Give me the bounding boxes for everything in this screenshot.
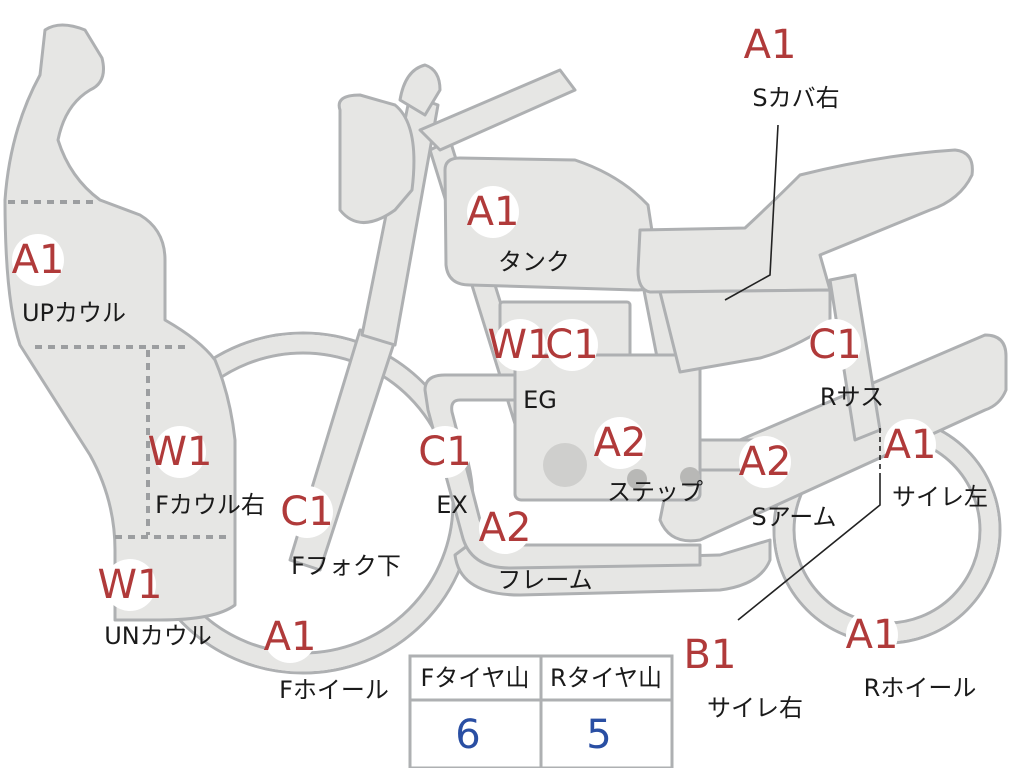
label-tank: タンク [498, 248, 570, 276]
badge-tank: A1 [467, 186, 520, 238]
grade-frame: A2 [479, 505, 532, 551]
grade-r-wheel: A1 [846, 612, 899, 658]
label-f-wheel: Fホイール [279, 676, 389, 704]
badge-r-suspension: C1 [808, 319, 862, 371]
badge-silencer-right: B1 [684, 629, 737, 681]
side-cover-shape [658, 288, 832, 374]
label-silencer-left: サイレ左 [892, 483, 988, 511]
mirror-shape [398, 63, 442, 117]
label-silencer-right: サイレ右 [707, 694, 803, 722]
exhaust-shape [423, 373, 702, 570]
front-fork-shape [288, 68, 577, 572]
badge-silencer-left: A1 [884, 419, 937, 471]
badge-engine-2: C1 [545, 319, 599, 371]
label-engine: EG [523, 386, 557, 414]
s-cover-leader [724, 124, 779, 301]
grade-engine-1: W1 [488, 322, 553, 368]
grade-f-cowl-right: W1 [148, 429, 213, 475]
grade-un-cowl: W1 [98, 562, 163, 608]
grade-f-wheel: A1 [264, 614, 317, 660]
badge-f-fork-lower: C1 [280, 486, 334, 538]
tire-value-front: 6 [455, 712, 480, 758]
label-r-suspension: Rサス [820, 383, 884, 411]
grade-silencer-left: A1 [884, 422, 937, 468]
grade-up-cowl: A1 [12, 237, 65, 283]
label-up-cowl: UPカウル [22, 299, 126, 327]
silencer-right-leader [737, 476, 881, 621]
tire-header-rear: Rタイヤ山 [550, 664, 662, 692]
label-frame: フレーム [497, 566, 592, 594]
headlight-shape [337, 93, 416, 224]
badge-un-cowl: W1 [98, 559, 163, 611]
grade-silencer-right: B1 [684, 632, 737, 678]
grade-engine-2: C1 [545, 322, 598, 368]
label-exhaust: EX [436, 491, 468, 519]
grade-step: A2 [594, 420, 647, 466]
label-s-cover-right: Sカバ右 [752, 84, 839, 112]
badge-step: A2 [594, 417, 647, 469]
tire-value-rear: 5 [586, 712, 611, 758]
badge-frame: A2 [479, 502, 532, 554]
label-un-cowl: UNカウル [104, 622, 212, 650]
badge-s-cover-right: A1 [744, 19, 797, 71]
swing-arm-shape [658, 333, 1008, 543]
badge-up-cowl: A1 [12, 234, 65, 286]
badge-f-wheel: A1 [264, 611, 317, 663]
label-f-cowl-right: Fカウル右 [155, 491, 265, 519]
grade-r-suspension: C1 [808, 322, 861, 368]
badge-f-cowl-right: W1 [148, 426, 213, 478]
grade-s-cover-right: A1 [744, 22, 797, 68]
tire-tread-table: Fタイヤ山 Rタイヤ山 6 5 [408, 654, 674, 768]
label-step: ステップ [607, 478, 703, 506]
grade-f-fork-lower: C1 [280, 489, 333, 535]
label-s-arm: Sアーム [751, 503, 836, 531]
badge-s-arm: A2 [739, 436, 792, 488]
label-f-fork-lower: Fフォク下 [291, 552, 401, 580]
grade-exhaust: C1 [418, 429, 471, 475]
label-r-wheel: Rホイール [864, 674, 977, 702]
badge-r-wheel: A1 [846, 609, 899, 661]
badge-engine-1: W1 [488, 319, 553, 371]
tire-header-front: Fタイヤ山 [420, 664, 529, 692]
grade-tank: A1 [467, 189, 520, 235]
seat-shape [636, 148, 974, 294]
badge-exhaust: C1 [418, 426, 472, 478]
grade-s-arm: A2 [739, 439, 792, 485]
